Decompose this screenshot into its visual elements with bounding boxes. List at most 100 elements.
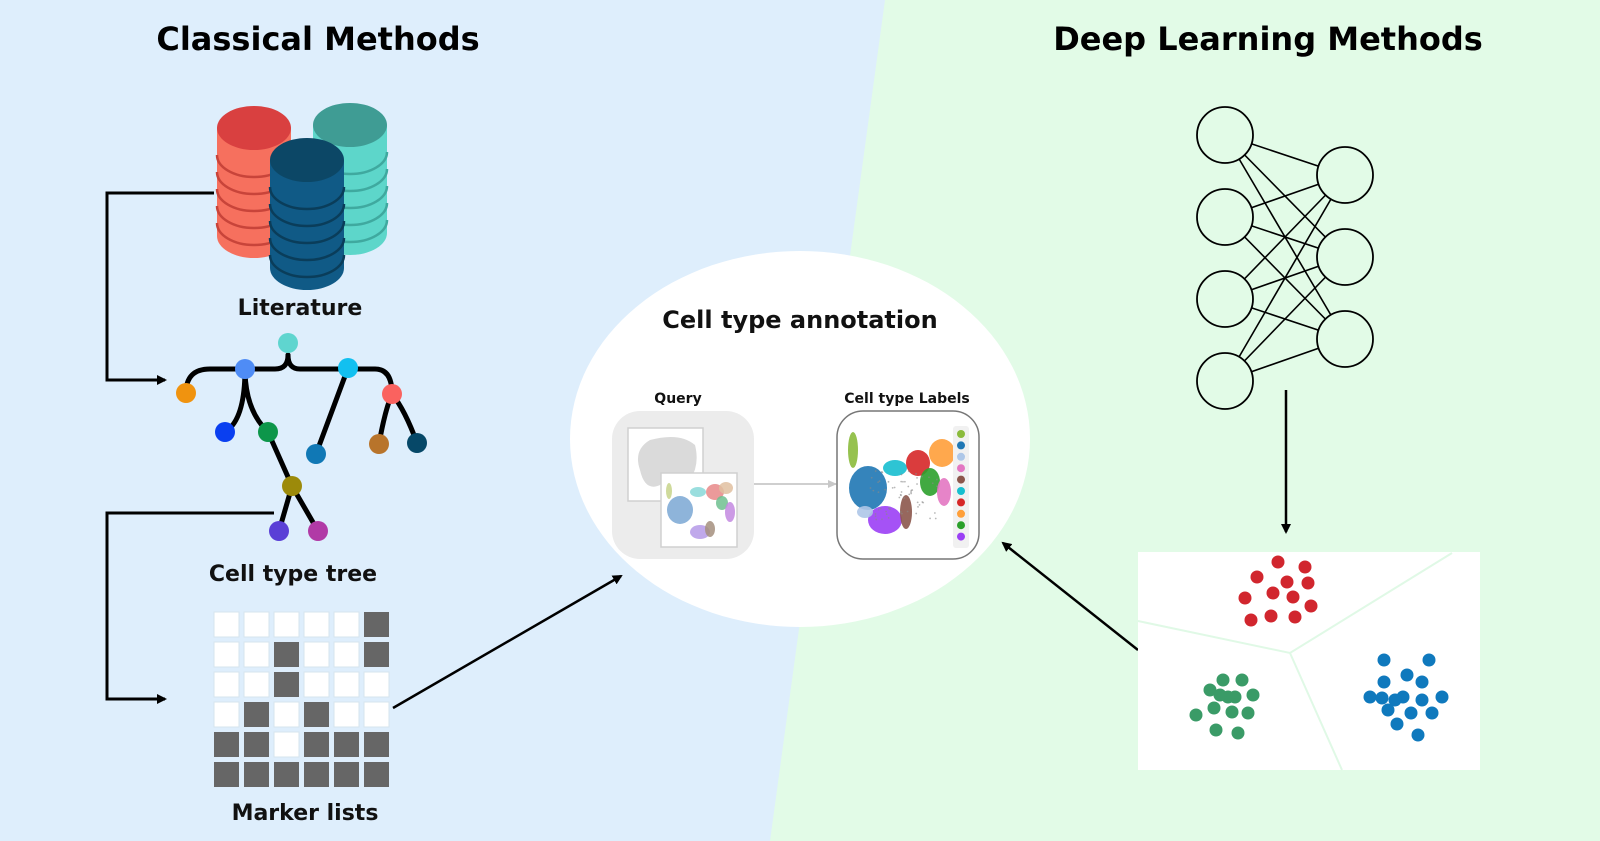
umap-cluster [920, 468, 940, 496]
cluster-point-green [1213, 688, 1227, 702]
tree-node-n-cerulean [306, 444, 326, 464]
cluster-point-blue [1363, 690, 1377, 704]
query-cluster [667, 496, 693, 524]
clusters-to-annotation-arrow [1001, 541, 1139, 651]
input-neuron [1196, 352, 1254, 410]
query-cluster [666, 483, 672, 499]
query-cluster [725, 502, 735, 522]
marker-cell-off [273, 731, 300, 758]
tree-node-n-magenta [308, 521, 328, 541]
cell-type-labels-label: Cell type Labels [844, 391, 969, 407]
cluster-point-green [1209, 723, 1223, 737]
marker-cell-on [274, 642, 299, 667]
umap-cluster [883, 460, 907, 476]
marker-cell-off [333, 701, 360, 728]
cluster-point-red [1301, 576, 1315, 590]
marker-cell-on [214, 732, 239, 757]
umap-cluster [900, 495, 912, 529]
tree-node-n-green [258, 422, 278, 442]
tree-to-markers-arrow [105, 511, 274, 704]
tree-node-n-blue [235, 359, 255, 379]
query-cluster [705, 521, 715, 537]
marker-cell-off [273, 611, 300, 638]
umap-cluster [857, 506, 873, 518]
clusters-panel [1137, 552, 1480, 771]
marker-cell-off [213, 611, 240, 638]
marker-cell-off [273, 701, 300, 728]
tree-node-n-salmon [382, 384, 402, 404]
marker-cell-on [364, 642, 389, 667]
cluster-point-blue [1388, 693, 1402, 707]
marker-cell-on [364, 762, 389, 787]
tree-node-root [278, 333, 298, 353]
marker-cell-off [363, 671, 390, 698]
cluster-point-green [1231, 726, 1245, 740]
tree-edge [313, 365, 351, 457]
cluster-point-green [1246, 688, 1260, 702]
cluster-point-green [1203, 683, 1217, 697]
cell-type-labels-panel [836, 410, 980, 560]
legend-swatch [957, 532, 965, 541]
input-neuron [1196, 106, 1254, 164]
legend-swatch [957, 464, 965, 473]
tree-node-n-orange [176, 383, 196, 403]
input-neuron [1196, 188, 1254, 246]
cluster-point-blue [1381, 703, 1395, 717]
query-cluster [716, 496, 728, 510]
cluster-point-red [1304, 599, 1318, 613]
cluster-point-red [1266, 586, 1280, 600]
cluster-point-green [1216, 673, 1230, 687]
literature-label: Literature [238, 296, 363, 321]
marker-cell-on [304, 762, 329, 787]
cluster-point-red [1244, 613, 1258, 627]
input-neuron [1196, 270, 1254, 328]
marker-cell-off [243, 671, 270, 698]
tree-node-n-royal [215, 422, 235, 442]
cluster-point-blue [1404, 706, 1418, 720]
marker-cell-off [333, 611, 360, 638]
marker-cell-on [364, 732, 389, 757]
legend-swatch [957, 487, 965, 495]
marker-cell-off [303, 611, 330, 638]
marker-cell-on [304, 702, 329, 727]
cell-type-tree-icon [176, 333, 427, 541]
umap-cluster [849, 466, 887, 510]
legend-swatch [957, 475, 965, 484]
marker-cell-off [303, 671, 330, 698]
cluster-point-red [1264, 609, 1278, 623]
cluster-point-blue [1415, 693, 1429, 707]
cluster-point-green [1235, 673, 1249, 687]
marker-cell-off [333, 671, 360, 698]
query-cluster [719, 482, 733, 494]
marker-grid-icon [213, 611, 390, 787]
cell-type-tree-label: Cell type tree [209, 562, 377, 587]
deep-learning-methods-title: Deep Learning Methods [1053, 20, 1483, 58]
cluster-point-red [1280, 575, 1294, 589]
cluster-point-green [1225, 705, 1239, 719]
umap-cluster [868, 506, 902, 534]
marker-cell-off [243, 641, 270, 668]
tree-node-n-olive [282, 476, 302, 496]
marker-cell-on [244, 732, 269, 757]
tree-node-n-brown [369, 434, 389, 454]
network-edge [1224, 174, 1346, 382]
cluster-point-green [1241, 706, 1255, 720]
cluster-point-blue [1411, 728, 1425, 742]
cluster-point-green [1207, 701, 1221, 715]
cluster-point-red [1298, 560, 1312, 574]
cluster-point-blue [1390, 717, 1404, 731]
marker-cell-on [364, 612, 389, 637]
output-neuron [1316, 310, 1374, 368]
cluster-point-blue [1400, 668, 1414, 682]
markers-to-annotation-arrow [392, 574, 623, 710]
tree-node-n-indigo [269, 521, 289, 541]
marker-cell-off [213, 641, 240, 668]
cluster-point-red [1250, 570, 1264, 584]
marker-lists-label: Marker lists [232, 801, 379, 826]
cluster-point-blue [1415, 675, 1429, 689]
cluster-point-blue [1422, 653, 1436, 667]
cluster-point-red [1288, 610, 1302, 624]
tree-node-n-darkteal [407, 433, 427, 453]
literature-database-icon [215, 103, 389, 290]
marker-cell-on [274, 762, 299, 787]
